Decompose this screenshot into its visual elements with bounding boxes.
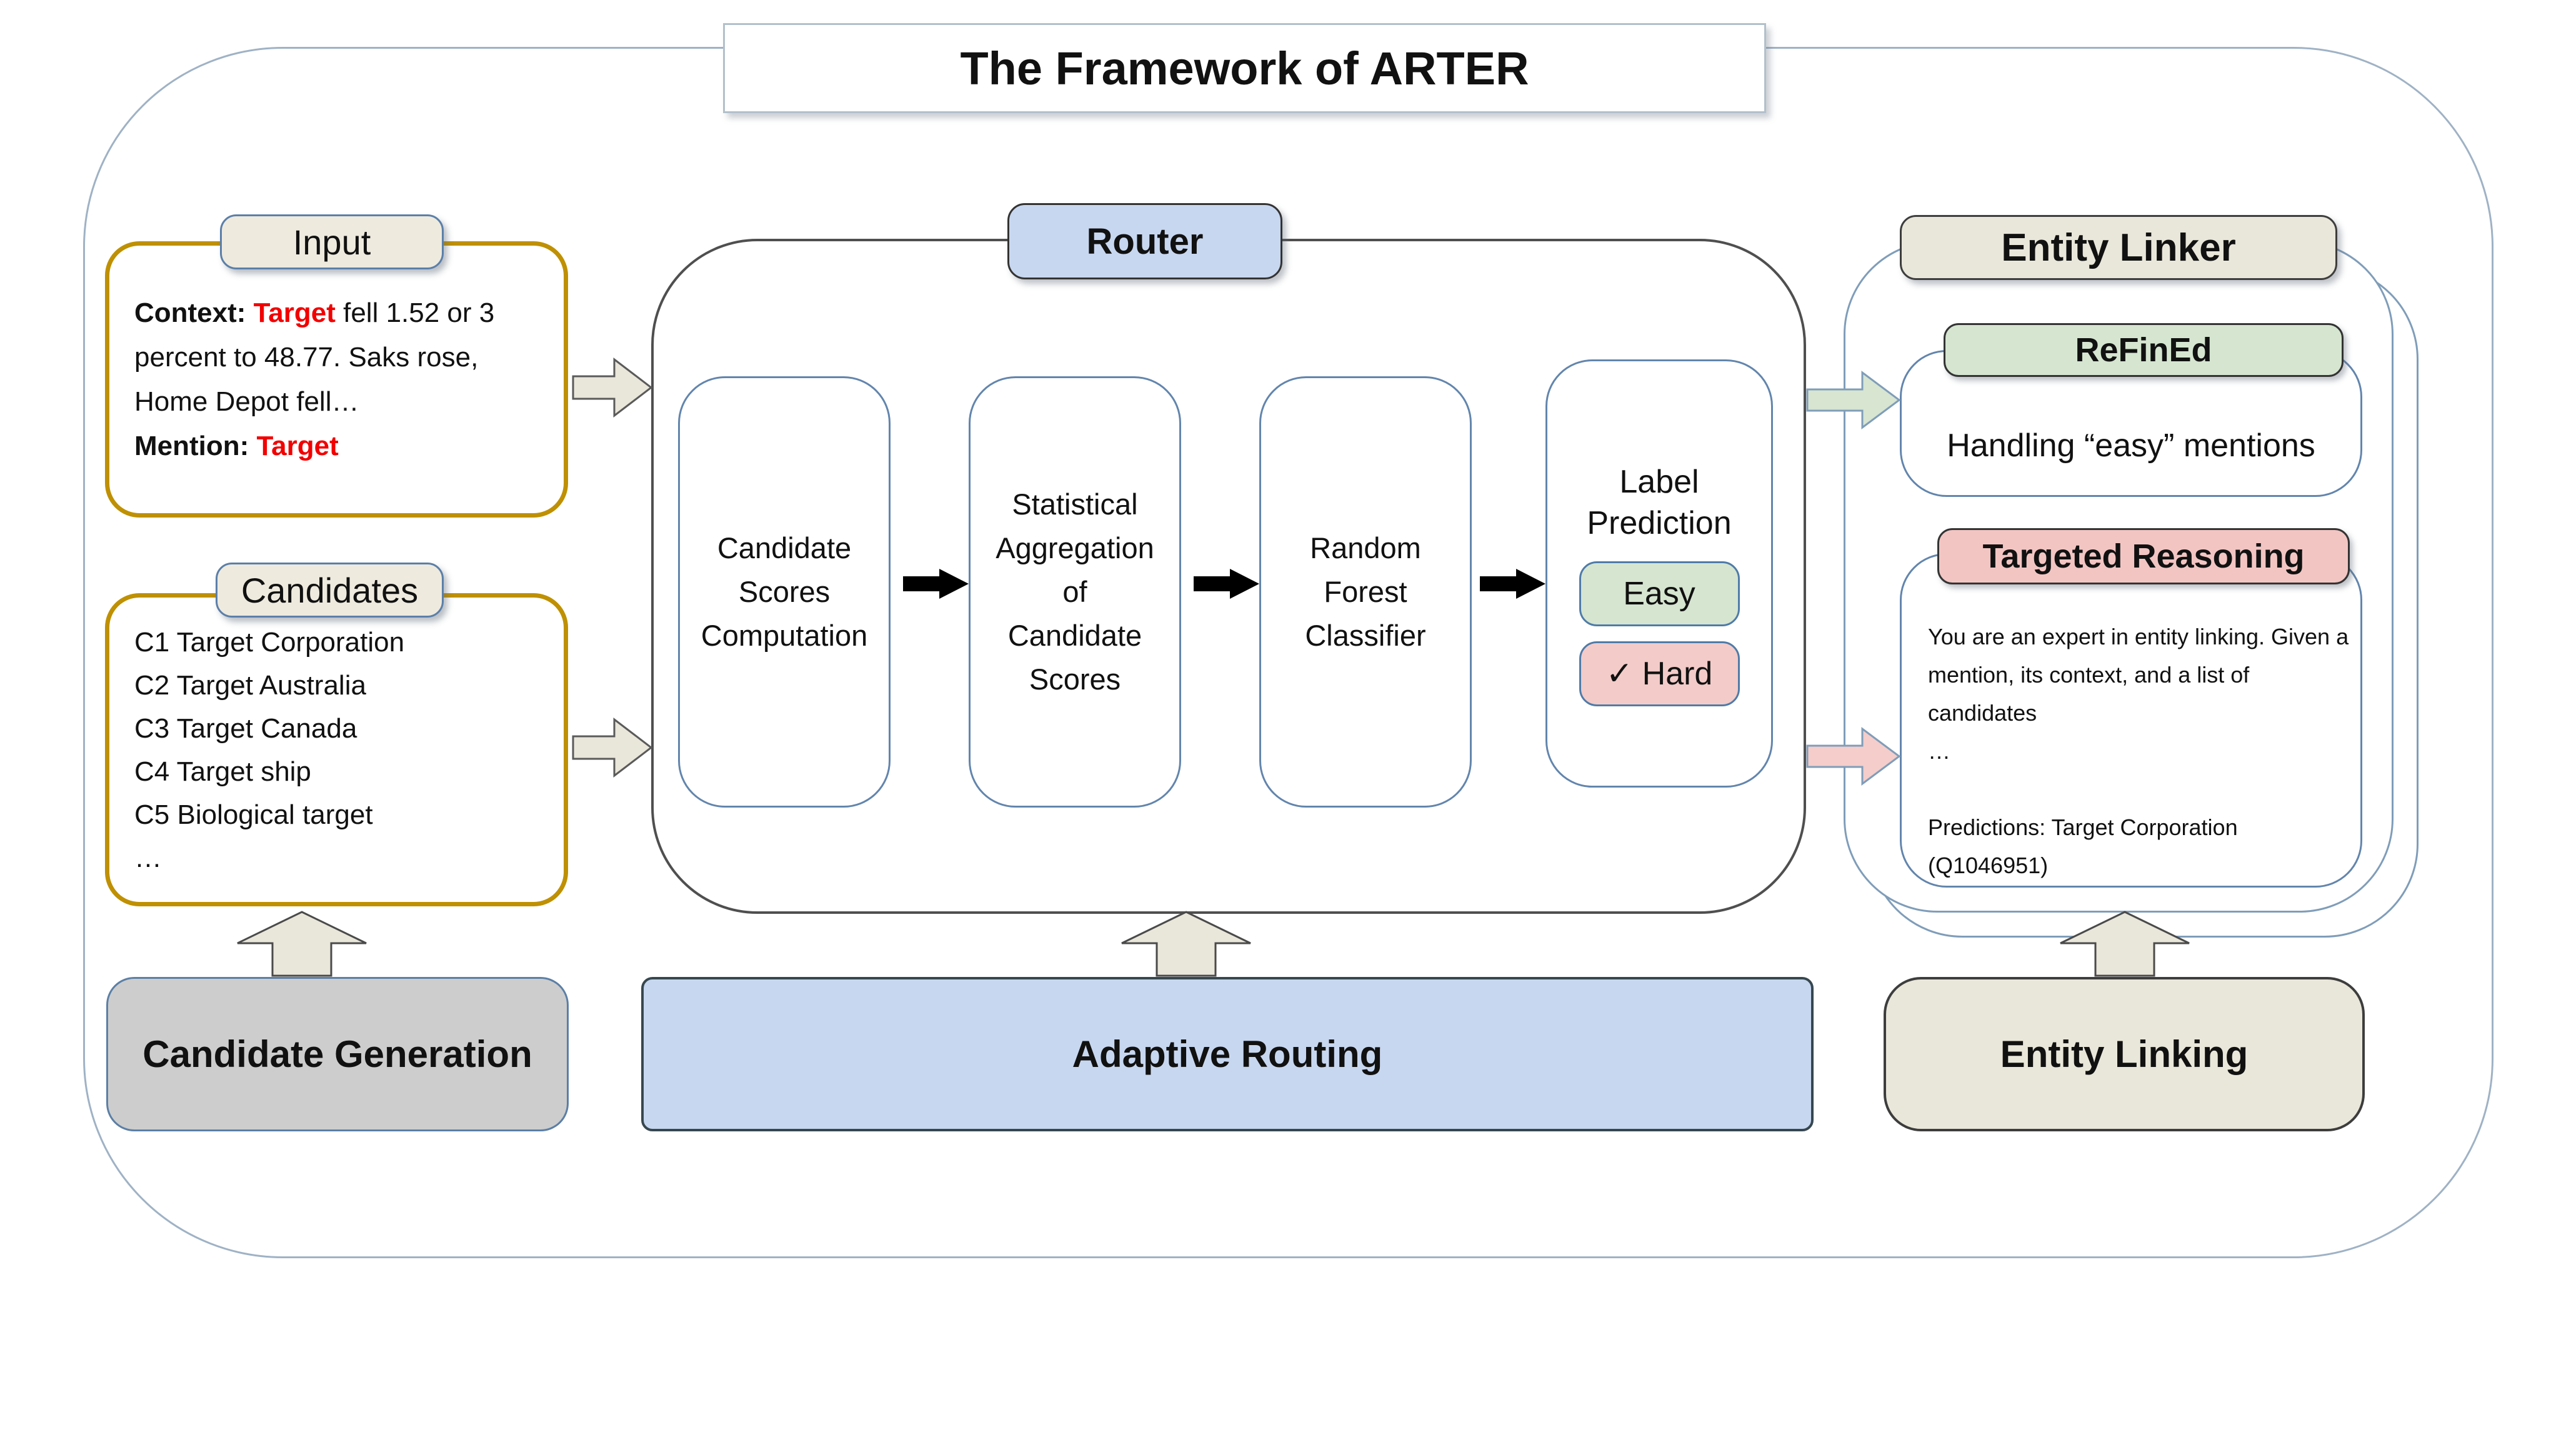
candidate-generation-up-arrow <box>237 911 367 977</box>
targeted-reasoning-label: Targeted Reasoning <box>1937 528 2350 584</box>
hard-badge: ✓ Hard <box>1579 641 1740 706</box>
targeted-reasoning-prompt-box: You are an expert in entity linking. Giv… <box>1900 553 2362 888</box>
refined-description: Handling “easy” mentions <box>1947 427 2315 464</box>
candidates-to-router-arrow <box>572 718 653 778</box>
step2-to-step3-arrow <box>1194 569 1259 599</box>
diagram-title: The Framework of ARTER <box>723 23 1766 113</box>
input-to-router-arrow <box>572 358 653 418</box>
entity-linker-label: Entity Linker <box>1900 215 2337 280</box>
step3-to-prediction-arrow <box>1480 569 1545 599</box>
refined-label: ReFinEd <box>1944 323 2344 377</box>
easy-route-arrow <box>1806 371 1901 429</box>
hard-route-arrow <box>1806 727 1901 786</box>
entity-linking-box: Entity Linking <box>1884 977 2365 1131</box>
step1-to-step2-arrow <box>903 569 969 599</box>
candidate-generation-box: Candidate Generation <box>106 977 569 1131</box>
adaptive-routing-up-arrow <box>1121 911 1251 977</box>
input-label: Input <box>220 214 444 269</box>
entity-linking-up-arrow <box>2060 911 2190 977</box>
candidates-label: Candidates <box>216 563 444 618</box>
easy-badge: Easy <box>1579 561 1740 626</box>
adaptive-routing-box: Adaptive Routing <box>641 977 1814 1131</box>
router-label: Router <box>1007 203 1282 279</box>
